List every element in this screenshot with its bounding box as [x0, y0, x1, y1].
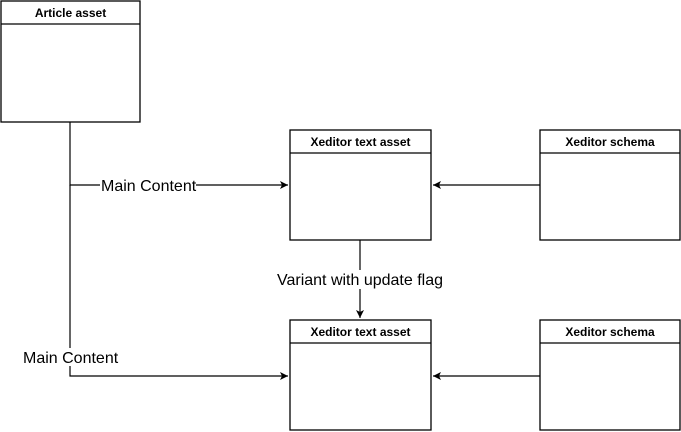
article-asset-box[interactable]: Article asset — [0, 0, 141, 123]
xeditor-schema-bottom-title: Xeditor schema — [565, 325, 655, 339]
xeditor-text-asset-top-title: Xeditor text asset — [310, 135, 410, 149]
xeditor-text-asset-top-box[interactable]: Xeditor text asset — [289, 129, 432, 241]
xeditor-text-asset-bottom-title: Xeditor text asset — [310, 325, 410, 339]
main-content-top-edge[interactable] — [69, 122, 288, 189]
xeditor-schema-bottom-box[interactable]: Xeditor schema — [539, 319, 681, 431]
xeditor-schema-top-title: Xeditor schema — [565, 135, 655, 149]
article-asset-title: Article asset — [35, 6, 106, 20]
xeditor-schema-top-box[interactable]: Xeditor schema — [539, 129, 681, 241]
variant-label: Variant with update flag — [277, 272, 443, 289]
main-content-top-label-bg — [100, 176, 196, 194]
variant-label-bg — [276, 270, 446, 289]
main-content-bottom-label-bg — [22, 348, 118, 366]
main-content-bottom-edge[interactable] — [69, 185, 288, 380]
xeditor-text-asset-bottom-box[interactable]: Xeditor text asset — [289, 319, 432, 431]
main-content-bottom-label: Main Content — [23, 350, 119, 367]
main-content-top-label: Main Content — [101, 178, 197, 195]
